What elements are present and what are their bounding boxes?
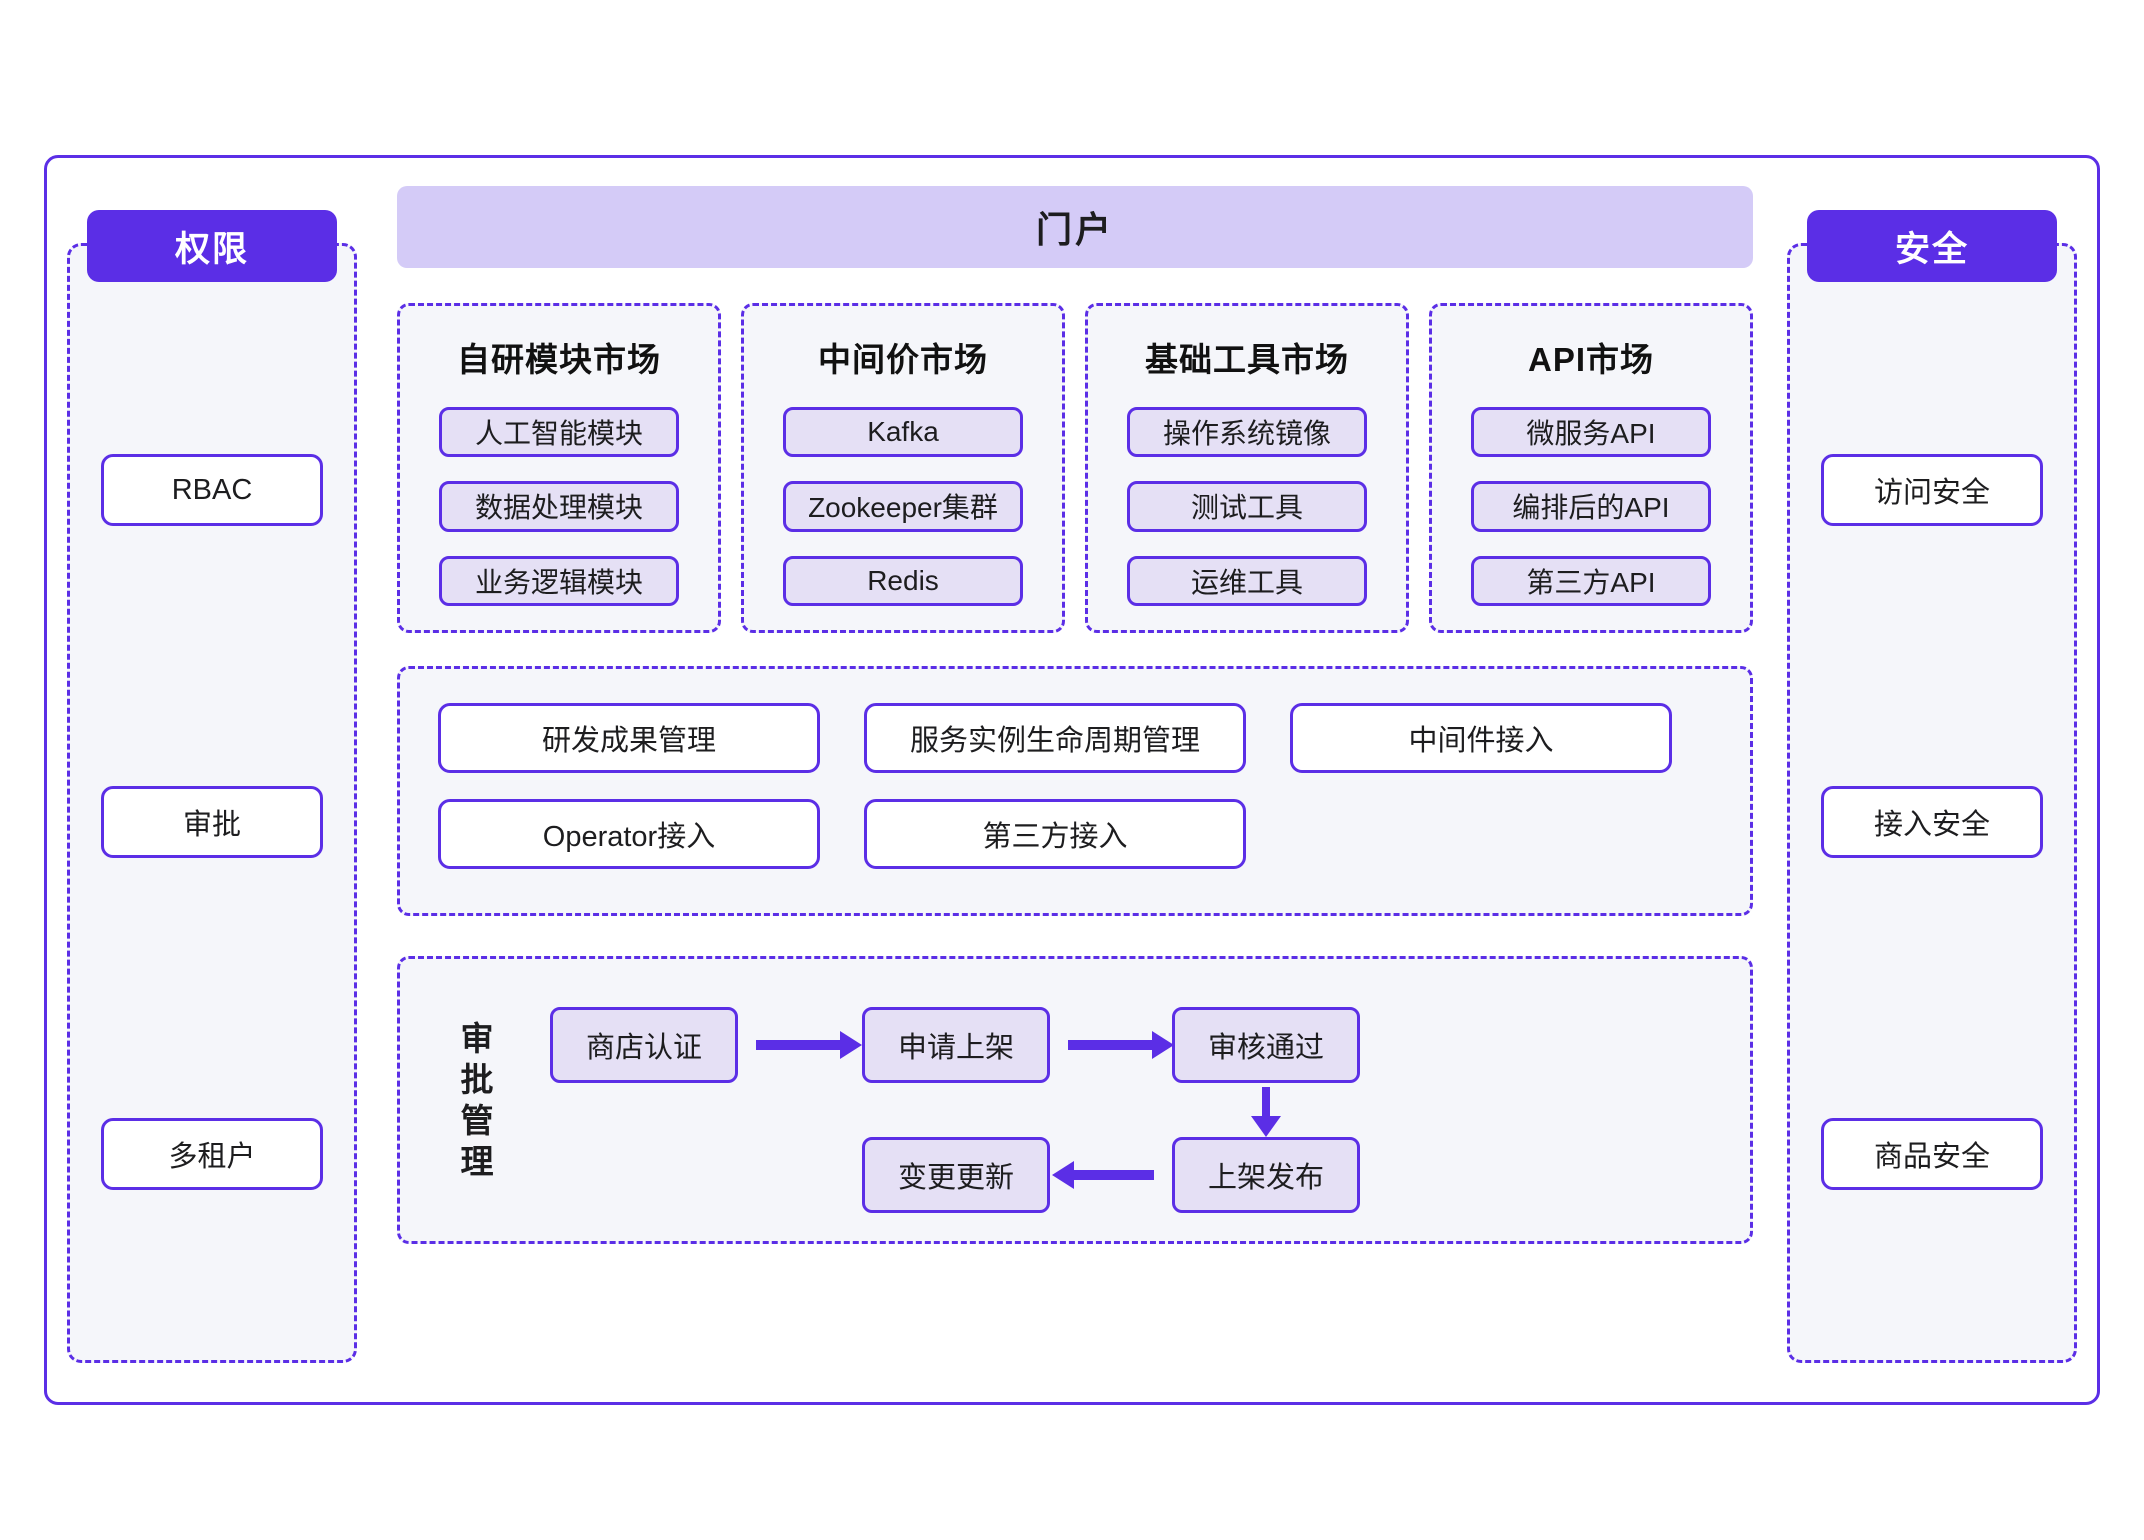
market-base-tools: 基础工具市场 操作系统镜像 测试工具 运维工具 xyxy=(1085,303,1409,633)
market-item[interactable]: Kafka xyxy=(783,407,1023,458)
flow-step-review-passed[interactable]: 审核通过 xyxy=(1172,1007,1360,1083)
security-item-access[interactable]: 访问安全 xyxy=(1821,454,2043,526)
capability-section: 研发成果管理 服务实例生命周期管理 中间件接入 Operator接入 第三方接入 xyxy=(397,666,1753,916)
capability-row-1: 研发成果管理 服务实例生命周期管理 中间件接入 xyxy=(438,703,1712,773)
permission-column: 权限 RBAC 审批 多租户 xyxy=(67,210,357,1363)
capability-box[interactable]: 中间件接入 xyxy=(1290,703,1672,773)
permission-item-multitenant[interactable]: 多租户 xyxy=(101,1118,323,1190)
security-item-product[interactable]: 商品安全 xyxy=(1821,1118,2043,1190)
market-title: 中间价市场 xyxy=(818,341,988,378)
market-title: 基础工具市场 xyxy=(1145,341,1349,378)
market-item[interactable]: 操作系统镜像 xyxy=(1127,407,1367,458)
market-item[interactable]: 测试工具 xyxy=(1127,481,1367,532)
center-stack: 门户 自研模块市场 人工智能模块 数据处理模块 业务逻辑模块 中间价市场 Kaf… xyxy=(397,178,1753,1363)
security-header: 安全 xyxy=(1807,210,2057,282)
flow-arrow-right-icon xyxy=(756,1031,862,1059)
market-title: API市场 xyxy=(1527,341,1654,378)
permission-item-rbac[interactable]: RBAC xyxy=(101,454,323,526)
market-row: 自研模块市场 人工智能模块 数据处理模块 业务逻辑模块 中间价市场 Kafka … xyxy=(397,303,1753,633)
market-item[interactable]: 人工智能模块 xyxy=(439,407,679,458)
portal-bar: 门户 xyxy=(397,186,1753,268)
flow-arrow-down-icon xyxy=(1251,1087,1281,1137)
flow-step-apply-listing[interactable]: 申请上架 xyxy=(862,1007,1050,1083)
market-item[interactable]: 编排后的API xyxy=(1471,481,1711,532)
approval-section-label: 审批管理 xyxy=(456,1021,493,1185)
market-self-developed: 自研模块市场 人工智能模块 数据处理模块 业务逻辑模块 xyxy=(397,303,721,633)
architecture-diagram-frame: 权限 RBAC 审批 多租户 门户 自研模块市场 人工智能模块 数据处理模块 业… xyxy=(44,155,2100,1405)
capability-box[interactable]: 研发成果管理 xyxy=(438,703,820,773)
market-item[interactable]: 微服务API xyxy=(1471,407,1711,458)
market-item[interactable]: Redis xyxy=(783,555,1023,606)
security-item-list: 访问安全 接入安全 商品安全 xyxy=(1790,246,2074,1360)
permission-item-approval[interactable]: 审批 xyxy=(101,786,323,858)
market-item[interactable]: 业务逻辑模块 xyxy=(439,555,679,606)
market-middleware: 中间价市场 Kafka Zookeeper集群 Redis xyxy=(741,303,1065,633)
capability-box[interactable]: 第三方接入 xyxy=(864,799,1246,869)
market-title: 自研模块市场 xyxy=(457,341,661,378)
flow-step-store-certification[interactable]: 商店认证 xyxy=(550,1007,738,1083)
flow-step-publish[interactable]: 上架发布 xyxy=(1172,1137,1360,1213)
capability-box[interactable]: 服务实例生命周期管理 xyxy=(864,703,1246,773)
market-item[interactable]: 数据处理模块 xyxy=(439,481,679,532)
market-item[interactable]: 第三方API xyxy=(1471,555,1711,606)
market-api: API市场 微服务API 编排后的API 第三方API xyxy=(1429,303,1753,633)
flow-step-change-update[interactable]: 变更更新 xyxy=(862,1137,1050,1213)
security-item-connection[interactable]: 接入安全 xyxy=(1821,786,2043,858)
market-item[interactable]: Zookeeper集群 xyxy=(783,481,1023,532)
flow-arrow-right-icon xyxy=(1068,1031,1174,1059)
market-item[interactable]: 运维工具 xyxy=(1127,555,1367,606)
permission-header: 权限 xyxy=(87,210,337,282)
capability-box[interactable]: Operator接入 xyxy=(438,799,820,869)
flow-arrow-left-icon xyxy=(1052,1161,1154,1189)
approval-section: 审批管理 商店认证 申请上架 审核通过 上架发布 变更更新 xyxy=(397,956,1753,1244)
permission-item-list: RBAC 审批 多租户 xyxy=(70,246,354,1360)
security-column: 安全 访问安全 接入安全 商品安全 xyxy=(1787,210,2077,1363)
capability-row-2: Operator接入 第三方接入 xyxy=(438,799,1712,869)
